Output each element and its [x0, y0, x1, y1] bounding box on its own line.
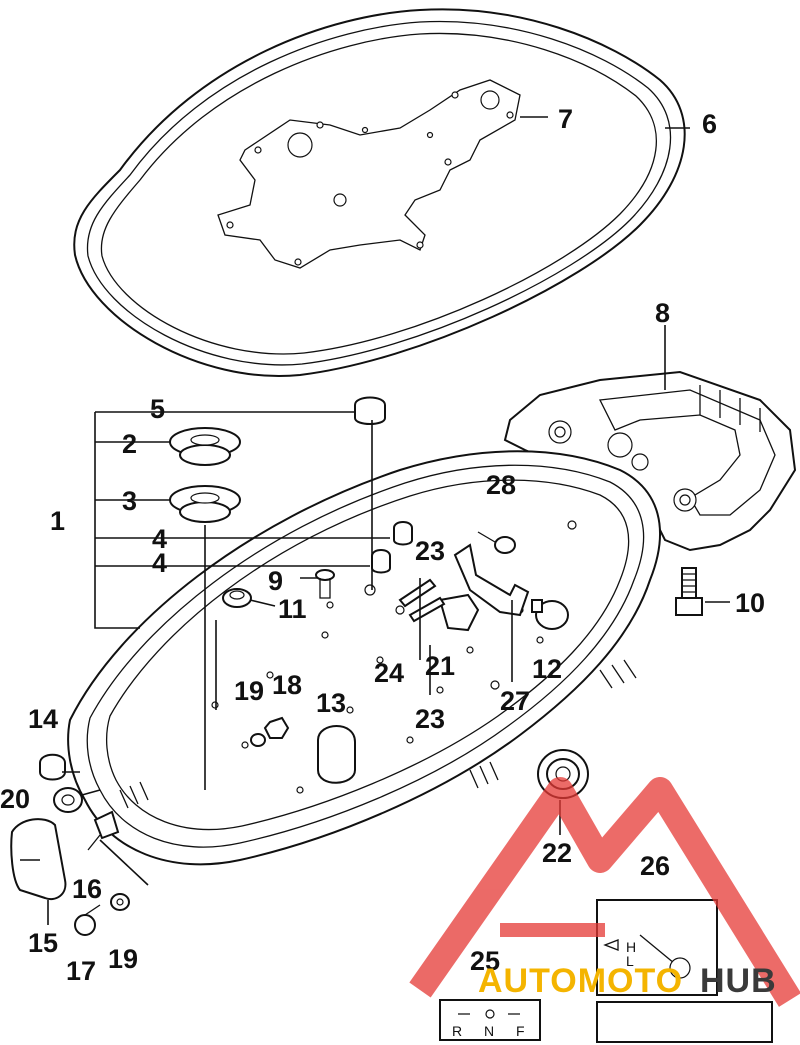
- callout-2: 2: [122, 429, 137, 459]
- leader-lines: [20, 116, 730, 925]
- callout-4b: 4: [152, 548, 167, 578]
- watermark-text: AUTOMOTO HUB: [478, 962, 777, 1000]
- callout-8: 8: [655, 298, 670, 328]
- callout-20: 20: [0, 784, 30, 814]
- callout-10: 10: [735, 588, 765, 618]
- callout-19a: 19: [234, 676, 264, 706]
- shift-label-f: F: [516, 1023, 525, 1039]
- callout-4a: 4: [152, 524, 167, 554]
- callout-25: 25: [470, 946, 500, 976]
- small-parts: [10, 396, 773, 1043]
- callout-17: 17: [66, 956, 96, 986]
- decal-text: R N F H L: [452, 939, 636, 1039]
- callout-27: 27: [500, 686, 530, 716]
- choke-label-h: H: [626, 939, 636, 955]
- callout-19b: 19: [108, 944, 138, 974]
- callout-12: 12: [532, 654, 562, 684]
- watermark-part2: HUB: [700, 962, 777, 1000]
- callout-5: 5: [150, 394, 165, 424]
- callout-13: 13: [316, 688, 346, 718]
- carry-handle: [503, 370, 797, 552]
- callout-numbers: 1 2 3 4 4 5 6 7 8 9 10 11 12 13 14 15 16…: [0, 104, 765, 986]
- callout-24: 24: [374, 658, 404, 688]
- callout-14: 14: [28, 704, 58, 734]
- callout-11: 11: [278, 594, 307, 624]
- callout-28: 28: [486, 470, 516, 500]
- callout-6: 6: [702, 109, 717, 139]
- shift-label-r: R: [452, 1023, 462, 1039]
- callout-1: 1: [50, 506, 65, 536]
- callout-15: 15: [28, 928, 58, 958]
- callout-22: 22: [542, 838, 572, 868]
- callout-26: 26: [640, 851, 670, 881]
- cowl-gasket: [217, 79, 521, 269]
- callout-21: 21: [425, 651, 455, 681]
- callout-7: 7: [558, 104, 573, 134]
- top-cowl: [73, 8, 686, 377]
- shift-label-n: N: [484, 1023, 494, 1039]
- callout-3: 3: [122, 486, 137, 516]
- callout-9: 9: [268, 566, 283, 596]
- callout-23a: 23: [415, 536, 445, 566]
- choke-label-l: L: [626, 953, 634, 969]
- callout-23b: 23: [415, 704, 445, 734]
- callout-16: 16: [72, 874, 102, 904]
- bottom-cowl: [67, 450, 661, 866]
- callout-18: 18: [272, 670, 302, 700]
- watermark-logo: [409, 777, 800, 1007]
- watermark-part1: AUTOMOTO: [478, 962, 683, 1000]
